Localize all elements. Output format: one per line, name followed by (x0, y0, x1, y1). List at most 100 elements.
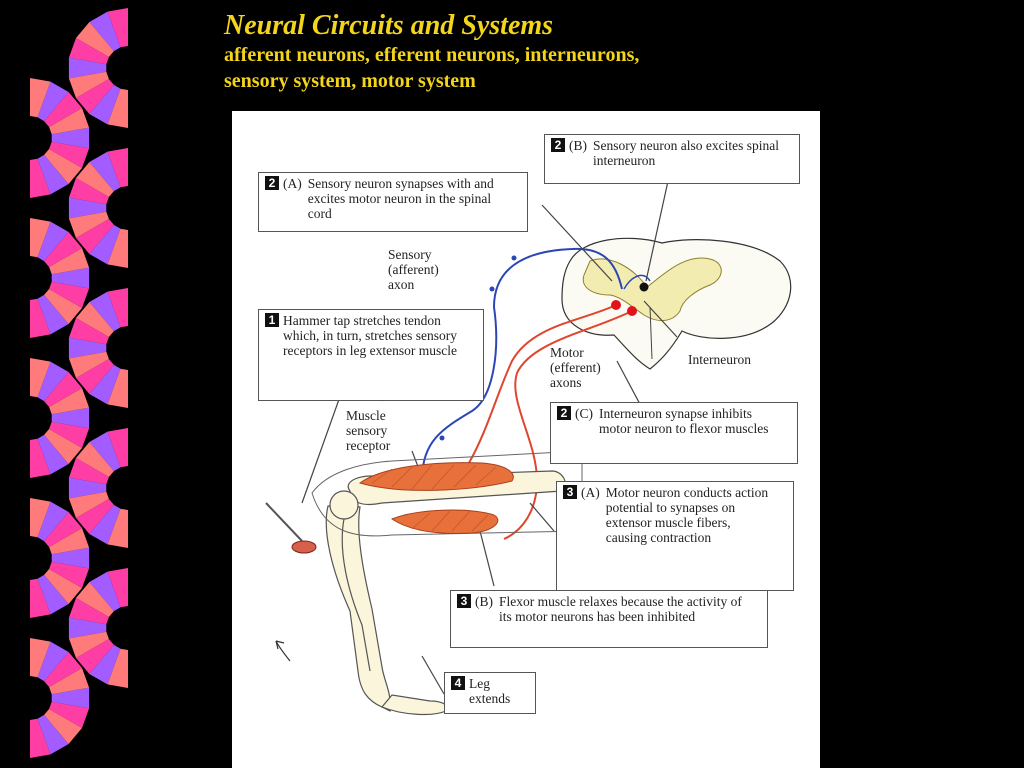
ribbon-segment (30, 718, 51, 758)
slide-title: Neural Circuits and Systems (224, 10, 554, 41)
step-1-text: Hammer tap stretches tendon which, in tu… (283, 313, 457, 358)
step-2b-number: 2 (551, 138, 565, 152)
ribbon-segment (107, 228, 128, 268)
ribbon-segment (76, 79, 114, 114)
step-3b-number: 3 (457, 594, 471, 608)
ribbon-segment (68, 617, 107, 639)
step-3b-box: 3 (B) Flexor muscle relaxes because the ac… (450, 590, 768, 648)
step-2c-text: Interneuron synapse inhibits motor neuro… (599, 406, 769, 436)
ribbon-segment (68, 351, 109, 378)
ribbon-segment (107, 648, 128, 688)
ribbon-segment (44, 149, 82, 184)
ribbon-segment (51, 407, 90, 429)
ribbon-segment (68, 211, 109, 238)
ribbon-segment (44, 709, 82, 744)
step-2a-text: Sensory neuron synapses with and excites… (307, 176, 494, 221)
ribbon-segment (107, 568, 128, 608)
ribbon-segment (89, 151, 121, 192)
ribbon-segment (49, 561, 90, 588)
ribbon-segment (68, 71, 109, 98)
ribbon-segment (89, 571, 121, 612)
ribbon-segment (30, 498, 51, 538)
slide-subtitle-line1: afferent neurons, efferent neurons, inte… (224, 44, 640, 66)
step-4-text: Leg extends (469, 676, 511, 706)
step-2a-sub: (A) (283, 176, 302, 191)
ribbon-segment (89, 291, 121, 332)
ribbon-segment (44, 429, 82, 464)
ribbon-segment (76, 162, 114, 197)
ribbon-segment (51, 127, 90, 149)
motor-axon-flexor (503, 310, 633, 540)
ribbon-segment (51, 687, 90, 709)
step-3b-sub: (B) (475, 594, 493, 609)
ribbon-segment (49, 528, 90, 555)
ribbon-segment (68, 598, 109, 625)
ribbon-segment (76, 442, 114, 477)
ribbon-segment (44, 569, 82, 604)
step-3a-sub: (A) (581, 485, 600, 500)
step-3b-text: Flexor muscle relaxes because the activi… (499, 594, 742, 624)
step-4-box: 4 Leg extends (444, 672, 536, 714)
ribbon-segment (49, 248, 90, 275)
ribbon-segment (76, 359, 114, 394)
ribbon-segment (68, 491, 109, 518)
ribbon-segment (51, 547, 90, 569)
step-2a-number: 2 (265, 176, 279, 190)
ribbon-segment (107, 148, 128, 188)
ribbon-segment (30, 218, 51, 258)
ribbon-segment (89, 224, 121, 265)
step-2a-box: 2 (A) Sensory neuron synapses with and exc… (258, 172, 528, 232)
step-4-number: 4 (451, 676, 465, 690)
ribbon-segment (44, 289, 82, 324)
ribbon-segment (49, 668, 90, 695)
ribbon-segment (107, 88, 128, 128)
ribbon-segment (89, 431, 121, 472)
ribbon-segment (37, 501, 69, 542)
step-3a-box: 3(A)Motor neuron conducts action potenti… (556, 481, 794, 591)
step-3a-number: 3 (563, 485, 577, 499)
ribbon-segment (76, 499, 114, 534)
ribbon-segment (37, 641, 69, 682)
ribbon-segment (49, 108, 90, 135)
label-sensory-axon: Sensory (afferent) axon (388, 247, 439, 292)
ribbon-segment (89, 11, 121, 52)
ribbon-segment (68, 318, 109, 345)
decorative-ribbon (30, 8, 128, 758)
ribbon-segment (89, 504, 121, 545)
ribbon-segment (68, 477, 107, 499)
ribbon-segment (30, 638, 51, 678)
ribbon-segment (37, 81, 69, 122)
step-2c-number: 2 (557, 406, 571, 420)
ribbon-segment (107, 288, 128, 328)
ribbon-segment (44, 232, 82, 267)
step-2b-sub: (B) (569, 138, 587, 153)
reflex-hammer (265, 502, 317, 554)
ribbon-segment (49, 388, 90, 415)
sensory-axon (421, 247, 623, 482)
ribbon-segment (44, 512, 82, 547)
label-motor-axons: Motor (efferent) axons (550, 345, 601, 390)
ribbon-segment (30, 78, 51, 118)
step-1-number: 1 (265, 313, 279, 327)
flexor-muscle (390, 509, 499, 534)
step-2b-box: 2 (B) Sensory neuron also excites spinal i… (544, 134, 800, 184)
ribbon-segment (37, 221, 69, 262)
slide-subtitle-line2: sensory system, motor system (224, 70, 476, 92)
title-block: Neural Circuits and Systems afferent neu… (224, 10, 1004, 94)
label-muscle-receptor: Muscle sensory receptor (346, 408, 391, 453)
ribbon-segment (107, 428, 128, 468)
ribbon-segment (76, 639, 114, 674)
ribbon-segment (37, 294, 69, 335)
label-interneuron: Interneuron (688, 352, 751, 367)
ribbon-segment (68, 178, 109, 205)
ribbon-segment (44, 92, 82, 127)
ribbon-segment (76, 219, 114, 254)
ribbon-segment (30, 298, 51, 338)
ribbon-segment (44, 372, 82, 407)
ribbon-segment (68, 197, 107, 219)
ribbon-segment (68, 337, 107, 359)
ribbon-segment (68, 458, 109, 485)
ribbon-segment (49, 701, 90, 728)
step-2b-text: Sensory neuron also excites spinal inter… (593, 138, 779, 168)
diagram-drawing (265, 162, 792, 716)
